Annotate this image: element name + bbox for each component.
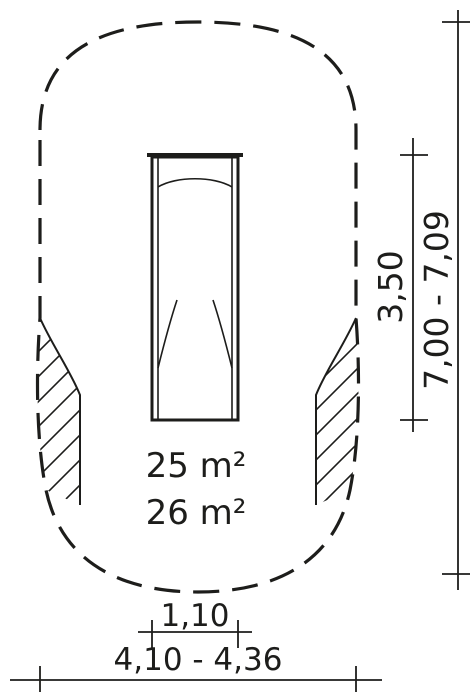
hatched-zone-right [315, 317, 359, 505]
total-length-dimension [442, 10, 470, 590]
slide-width-label: 1,10 [160, 598, 229, 634]
area-min-label: 25 m² [146, 446, 247, 486]
area-max-label: 26 m² [146, 493, 247, 533]
total-width-label: 4,10 - 4,36 [114, 642, 283, 678]
slide [147, 153, 243, 422]
safety-zone-outline [35, 20, 361, 594]
total-width-dimension [10, 666, 382, 692]
slide-width-dimension [138, 620, 252, 648]
slide-length-dimension [400, 138, 428, 432]
slide-length-label: 3,50 [371, 250, 410, 323]
hatched-zone-left [37, 317, 81, 505]
total-length-label: 7,00 - 7,09 [417, 210, 456, 390]
